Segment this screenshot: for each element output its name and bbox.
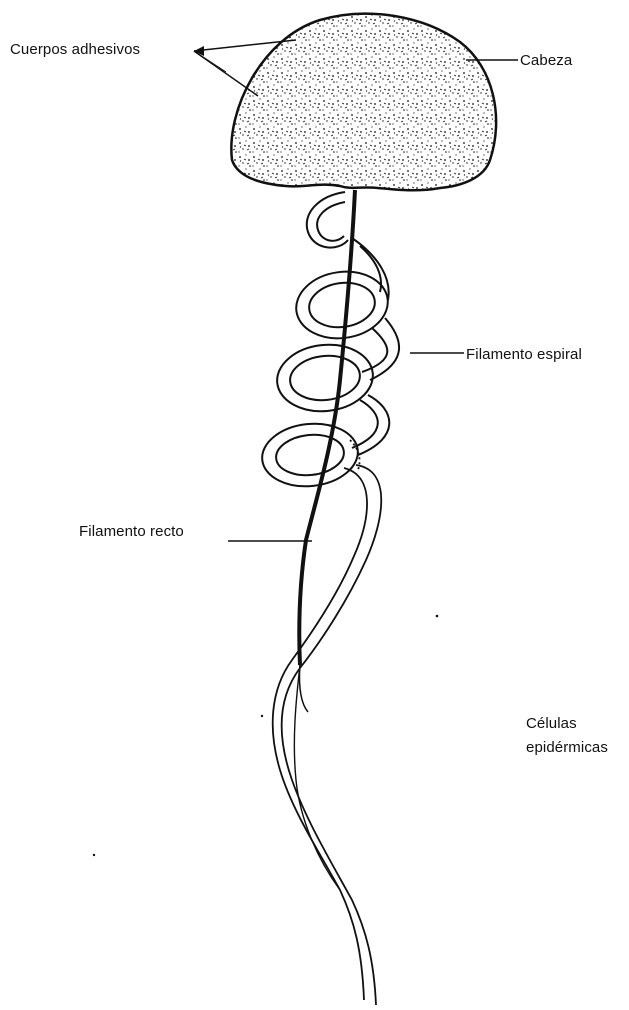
label-cuerpos-adhesivos: Cuerpos adhesivos (10, 41, 140, 59)
speck (93, 854, 95, 856)
label-filamento-espiral: Filamento espiral (466, 346, 582, 364)
label-cabeza: Cabeza (520, 52, 572, 70)
straight-filament (299, 190, 355, 665)
label-filamento-recto: Filamento recto (79, 523, 184, 541)
head-cap (231, 14, 496, 191)
speck (261, 715, 263, 717)
spiral-tail (273, 440, 382, 1005)
label-celulas-line1: Células (526, 712, 608, 736)
label-celulas-epidermicas: Células epidérmicas (526, 712, 608, 760)
speck (436, 615, 439, 618)
straight-filament-lower (299, 665, 308, 712)
label-celulas-line2: epidérmicas (526, 736, 608, 760)
